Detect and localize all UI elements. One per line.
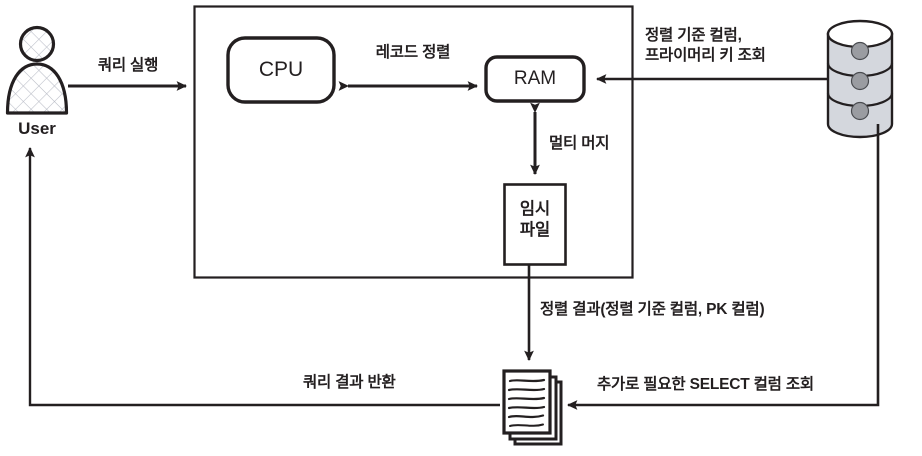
- temp-file-node-shape: [503, 183, 567, 266]
- edge-db-to-docs: [566, 124, 880, 410]
- user-person-icon: [5, 25, 69, 115]
- edge-label-record-sort: 레코드 정렬: [375, 44, 451, 61]
- edge-label-sort-result: 정렬 결과(정렬 기준 컬럼, PK 컬럼): [540, 301, 765, 318]
- user-caption-label: User: [18, 119, 56, 138]
- edge-label-multi-merge: 멀티 머지: [549, 135, 610, 152]
- edge-label-query-execute: 쿼리 실행: [97, 57, 159, 74]
- document-stack-icon: [502, 369, 563, 446]
- server-container-box: [193, 5, 634, 279]
- database-cylinder-icon: [826, 19, 894, 139]
- edge-label-sort-key-columns: 정렬 기준 컬럼, 프라이머리 키 조회: [645, 26, 766, 66]
- cpu-node-label: CPU: [258, 58, 304, 81]
- temp-file-node-label: 임시 파일: [504, 199, 566, 242]
- sort-key-label-line2: 프라이머리 키 조회: [645, 46, 766, 64]
- edge-label-additional-select: 추가로 필요한 SELECT 컬럼 조회: [597, 376, 814, 393]
- temp-file-label-line1: 임시: [519, 200, 551, 218]
- cpu-node-shape: [226, 36, 336, 104]
- sort-key-label-line1: 정렬 기준 컬럼,: [645, 27, 742, 44]
- edge-label-query-result-return: 쿼리 결과 반환: [303, 374, 396, 391]
- edge-docs-to-user: [25, 146, 500, 407]
- temp-file-label-line2: 파일: [519, 221, 551, 240]
- ram-node-label: RAM: [513, 68, 557, 89]
- ram-node-shape: [484, 55, 586, 103]
